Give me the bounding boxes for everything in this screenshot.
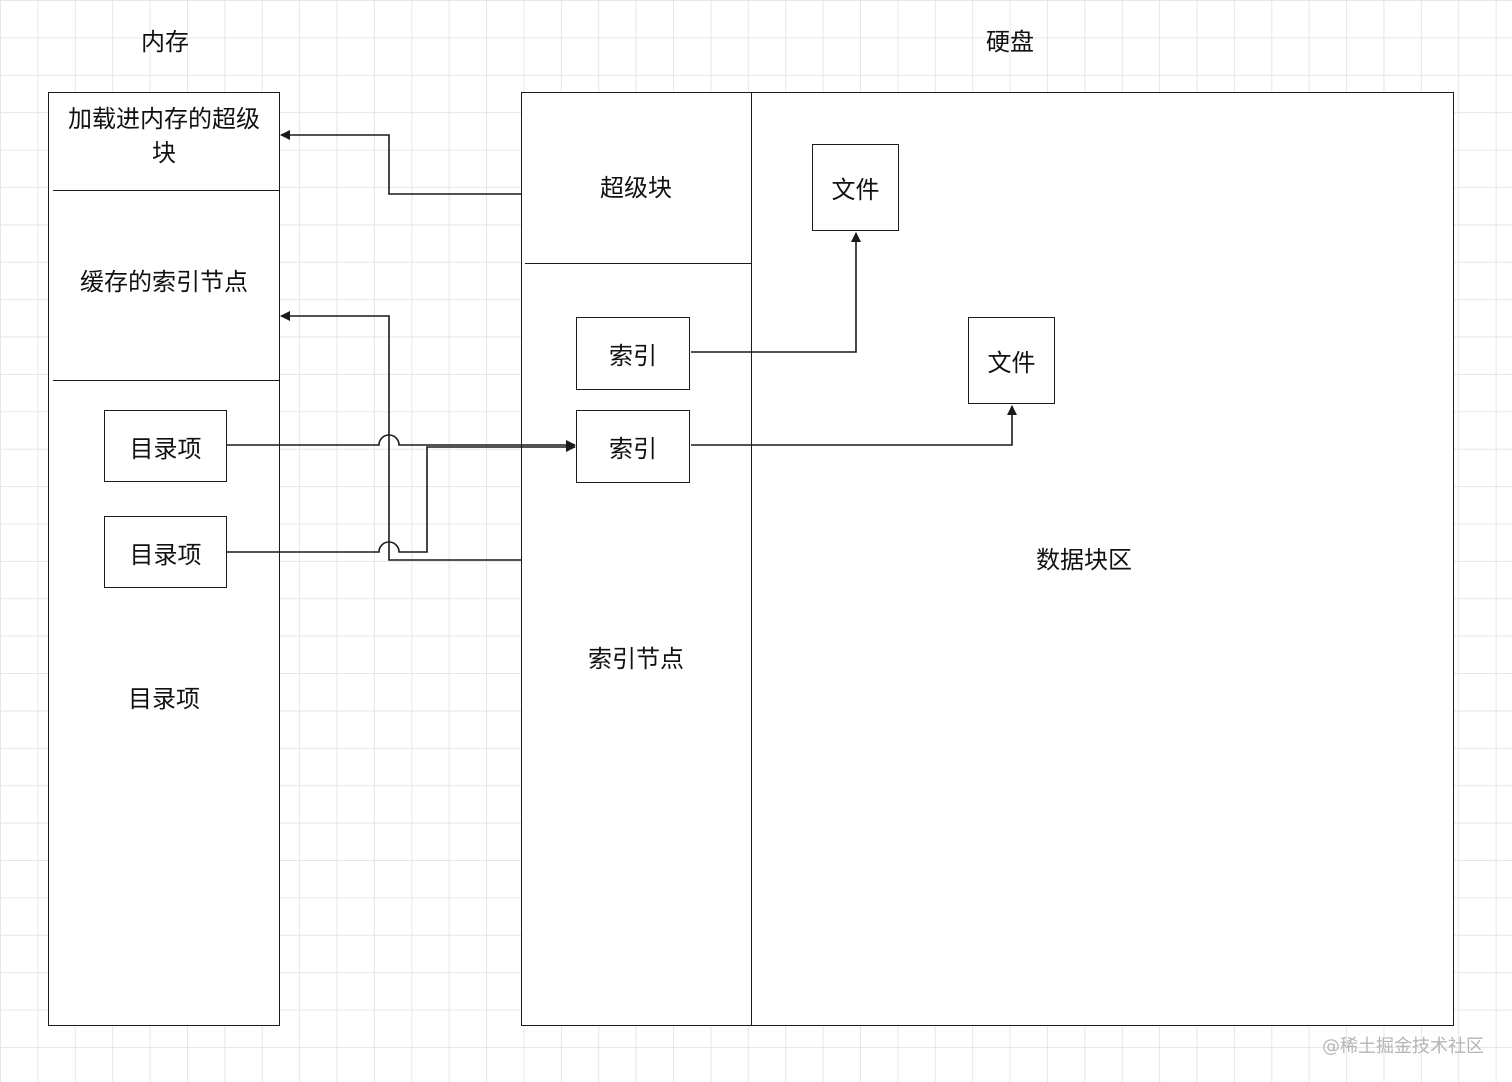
disk-title: 硬盘 [986,28,1034,56]
disk-inode-area-label: 索引节点 [588,645,684,673]
disk-inode-item-1: 索引 [576,317,690,390]
watermark: @稀土掘金技术社区 [1322,1036,1484,1057]
arrow-superblock-load [280,130,521,195]
memory-divider-2 [53,380,280,381]
disk-file-2: 文件 [968,317,1055,404]
disk-section-divider [751,92,752,1026]
disk-superblock-label: 超级块 [600,174,672,202]
memory-title: 内存 [141,28,189,56]
disk-superblock-divider [525,263,752,264]
memory-dentry-area-label: 目录项 [128,685,200,713]
memory-dentry-item-2: 目录项 [104,516,227,588]
memory-divider-1 [53,190,280,191]
arrow-inode-cache-load [280,311,521,561]
disk-column [521,92,1454,1026]
disk-file-1: 文件 [812,144,899,231]
memory-superblock-label: 加载进内存的超级块 [68,105,260,167]
memory-dentry-item-1: 目录项 [104,410,227,482]
memory-inode-cache-label: 缓存的索引节点 [80,268,248,296]
disk-data-area-label: 数据块区 [1036,546,1132,574]
disk-inode-item-2: 索引 [576,410,690,483]
